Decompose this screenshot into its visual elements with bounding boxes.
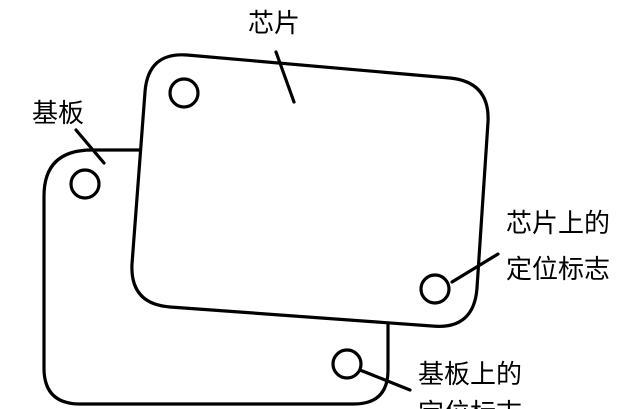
substrate-mark-label-line2: 定位标志 xyxy=(418,399,522,409)
chip-mark-label-line2: 定位标志 xyxy=(506,255,610,285)
substrate-leader-line xyxy=(74,128,106,165)
substrate-label: 基板 xyxy=(32,99,84,129)
chip-mark-label-line1: 芯片上的 xyxy=(506,209,610,239)
substrate-alignment-mark-lower xyxy=(331,348,363,380)
chip-alignment-mark-lower xyxy=(419,273,451,305)
chip-outline xyxy=(130,53,490,328)
chip-alignment-mark-upper xyxy=(168,77,200,109)
chip-label: 芯片 xyxy=(248,9,300,39)
chip-mark-leader-line xyxy=(450,252,500,284)
chip-leader-line xyxy=(274,50,296,104)
substrate-alignment-mark-upper xyxy=(69,168,101,200)
substrate-outline xyxy=(42,148,390,406)
substrate-mark-label-line1: 基板上的 xyxy=(418,360,522,390)
substrate-mark-leader-line xyxy=(358,368,412,392)
